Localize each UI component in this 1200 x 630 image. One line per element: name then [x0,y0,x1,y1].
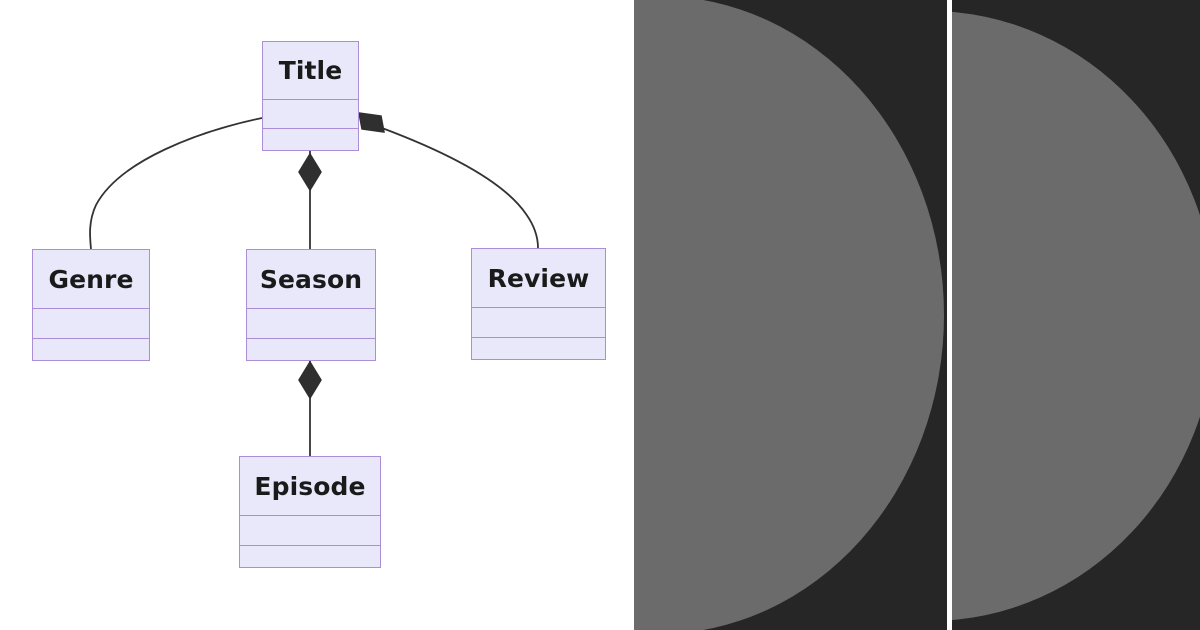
uml-class-episode-name: Episode [254,471,366,501]
uml-class-review-operations [472,337,605,361]
uml-class-title[interactable]: Title [262,41,359,151]
uml-class-season[interactable]: Season [246,249,376,361]
composition-diamond-title-review [358,112,385,133]
right-image-panels [634,0,1200,630]
uml-class-title-operations [263,128,358,152]
edge-title-genre [89,117,263,250]
uml-class-genre-operations [33,338,149,362]
uml-class-season-name: Season [259,264,363,294]
gray-disc-2 [952,11,1200,621]
composition-diamond-season-episode [298,360,322,400]
uml-class-genre-name: Genre [48,264,134,294]
uml-class-genre[interactable]: Genre [32,249,150,361]
dark-tile-1 [634,0,947,630]
uml-class-review-name: Review [487,263,590,293]
gray-disc-1 [634,0,944,630]
composition-diamond-title-season [298,152,322,192]
uml-class-review-attributes [472,307,605,337]
relationship-edge-layer [89,112,539,456]
uml-class-review[interactable]: Review [471,248,606,360]
edge-title-review [381,127,539,249]
uml-class-title-name: Title [278,56,343,85]
uml-class-diagram: Title Genre Season Review Episode [32,41,606,568]
uml-class-season-attributes [247,308,375,338]
uml-class-episode-operations [240,545,380,569]
uml-class-episode[interactable]: Episode [239,456,381,568]
uml-class-episode-attributes [240,515,380,545]
uml-class-season-operations [247,338,375,362]
uml-class-title-attributes [263,99,358,128]
dark-tile-2 [952,0,1200,630]
uml-class-genre-attributes [33,308,149,338]
